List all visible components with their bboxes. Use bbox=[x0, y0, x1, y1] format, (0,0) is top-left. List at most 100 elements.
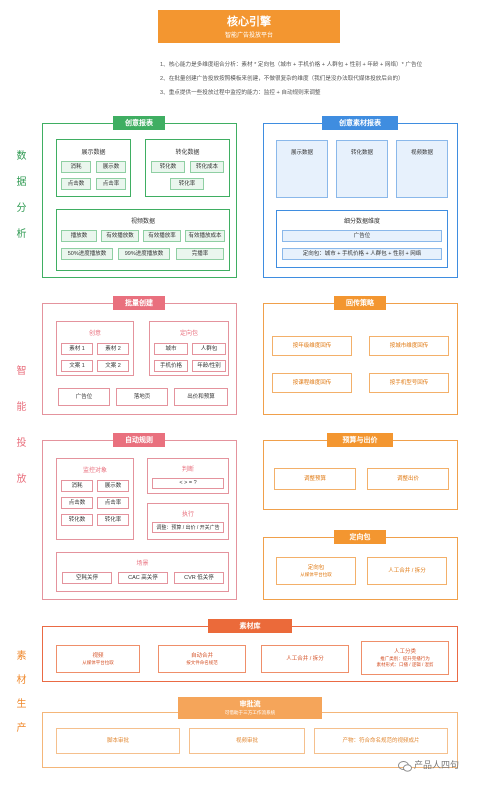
header-subtitle: 智能广告投放平台 bbox=[224, 33, 273, 39]
scene-group bbox=[56, 552, 229, 592]
dimension-title: 细分数据维度 bbox=[343, 219, 380, 225]
creative-report-title: 创意报表 bbox=[113, 116, 165, 130]
metric-plays: 播放数 bbox=[61, 230, 97, 242]
monitor-ctr: 点击率 bbox=[97, 497, 129, 509]
metric-spend: 消耗 bbox=[61, 161, 91, 173]
monitor-group-title: 监控对象 bbox=[82, 468, 107, 474]
dimension-targeting: 定向包：城市 + 手机价格 + 人群包 + 性别 + 网络 bbox=[282, 248, 442, 260]
judge-expression: < > = ? bbox=[152, 478, 224, 489]
batch-placement: 广告位 bbox=[58, 388, 110, 406]
monitor-group bbox=[56, 458, 134, 540]
side-label-analysis: 数据分析 bbox=[14, 150, 25, 254]
library-manual-classify-label: 人工分类 bbox=[393, 648, 416, 655]
library-auto-merge-label: 自动合并 bbox=[190, 652, 213, 659]
judge-group bbox=[147, 458, 229, 494]
intro-line-1: 1、核心能力是多维度组合分析：素材 * 定向包（城市 + 手机价格 + 人群包 … bbox=[160, 62, 423, 68]
library-video: 视频 从媒体平台拉取 bbox=[56, 645, 140, 673]
creative-material-1: 素材 1 bbox=[61, 343, 93, 355]
budget-title: 预算与出价 bbox=[327, 433, 393, 447]
execute-group bbox=[147, 503, 229, 540]
approval-subtitle: 可借助于三方工作流系统 bbox=[224, 710, 276, 715]
library-manual-merge-label: 人工合并 / 拆分 bbox=[286, 655, 324, 662]
metric-valid-play-cost: 有效播放成本 bbox=[185, 230, 225, 242]
targeting-audience: 人群包 bbox=[192, 343, 226, 355]
library-video-label: 视频 bbox=[92, 652, 104, 659]
material-report-title: 创意素材报表 bbox=[322, 116, 398, 130]
metric-conversion-cost: 转化成本 bbox=[190, 161, 224, 173]
metric-50pct-plays: 50%进度播放数 bbox=[61, 248, 113, 260]
metric-conversions: 转化数 bbox=[151, 161, 185, 173]
batch-bid-budget: 出价和预算 bbox=[174, 388, 228, 406]
callback-title: 回传策略 bbox=[334, 296, 386, 310]
creative-material-2: 素材 2 bbox=[97, 343, 129, 355]
dimension-group bbox=[276, 210, 448, 268]
targeting-pkg-pull: 定向包 从媒体平台拉取 bbox=[276, 557, 356, 585]
material-col-display: 展示数据 bbox=[276, 140, 328, 198]
conversion-data-title: 转化数据 bbox=[175, 150, 200, 156]
metric-valid-play-rate: 有效播放率 bbox=[143, 230, 181, 242]
targeting-pkg-pull-label: 定向包 bbox=[307, 564, 325, 571]
material-col-display-label: 展示数据 bbox=[290, 150, 313, 156]
library-manual-classify: 人工分类 推广类别：提升完播行为 素材形式：口播 / 逻辑 / 混剪 bbox=[361, 641, 449, 675]
targeting-pkg-title: 定向包 bbox=[334, 530, 386, 544]
targeting-phone-price: 手机价格 bbox=[154, 360, 188, 372]
library-auto-merge: 自动合并 按文件命名规范 bbox=[158, 645, 246, 673]
intro-line-2: 2、在批量创建广告投放按照模板来创建，不做很复杂的维度（我们是没办法取代媒体投放… bbox=[160, 76, 404, 82]
targeting-group bbox=[149, 321, 229, 376]
creative-group bbox=[56, 321, 134, 376]
approval-output: 产物：符合命名规范的视频成片 bbox=[314, 728, 448, 754]
display-data-group bbox=[56, 139, 131, 197]
metric-conversion-rate: 转化率 bbox=[170, 178, 204, 190]
adjust-bid: 调整出价 bbox=[367, 468, 449, 490]
library-title: 素材库 bbox=[208, 619, 292, 633]
callback-grade: 按年级维度回传 bbox=[272, 336, 352, 356]
targeting-age-gender: 年龄/性别 bbox=[192, 360, 226, 372]
watermark-text: 产品人四句 bbox=[414, 760, 460, 770]
judge-group-title: 判断 bbox=[181, 467, 194, 473]
targeting-pkg-merge: 人工合并 / 拆分 bbox=[367, 557, 447, 585]
wechat-icon bbox=[398, 759, 412, 772]
approval-script: 脚本审批 bbox=[56, 728, 180, 754]
side-label-delivery: 智能投放 bbox=[14, 365, 25, 509]
library-manual-classify-sub: 推广类别：提升完播行为 素材形式：口播 / 逻辑 / 混剪 bbox=[376, 656, 434, 667]
monitor-clicks: 点击数 bbox=[61, 497, 93, 509]
intro-line-3: 3、重点提供一些投放过程中监控的能力：监控 + 自动规则来调整 bbox=[160, 90, 321, 96]
batch-create-title: 批量创建 bbox=[113, 296, 165, 310]
side-label-material: 素材生产 bbox=[14, 650, 25, 746]
scene-idle-stop: 空耗关停 bbox=[62, 572, 112, 584]
conversion-data-group bbox=[145, 139, 230, 197]
dimension-placement: 广告位 bbox=[282, 230, 442, 242]
callback-course: 按课程维度回传 bbox=[272, 373, 352, 393]
metric-completion-rate: 完播率 bbox=[176, 248, 224, 260]
auto-rules-title: 自动规则 bbox=[113, 433, 165, 447]
monitor-impressions: 展示数 bbox=[97, 480, 129, 492]
targeting-group-title: 定向包 bbox=[179, 331, 198, 337]
video-data-title: 视频数据 bbox=[130, 219, 155, 225]
library-auto-merge-sub: 按文件命名规范 bbox=[186, 660, 218, 666]
monitor-conversion-rate: 转化率 bbox=[97, 514, 129, 526]
targeting-city: 城市 bbox=[154, 343, 188, 355]
approval-video: 视频审批 bbox=[189, 728, 305, 754]
material-col-conversion-label: 转化数据 bbox=[350, 150, 373, 156]
callback-phone-model: 按手机型号回传 bbox=[369, 373, 449, 393]
material-col-conversion: 转化数据 bbox=[336, 140, 388, 198]
approval-title: 审批流 bbox=[239, 701, 261, 708]
creative-copy-2: 文案 2 bbox=[97, 360, 129, 372]
material-col-video-label: 视频数据 bbox=[410, 150, 433, 156]
material-col-video: 视频数据 bbox=[396, 140, 448, 198]
video-data-group bbox=[56, 209, 230, 271]
scene-high-cac-stop: CAC 高关停 bbox=[118, 572, 168, 584]
callback-city: 按城市维度回传 bbox=[369, 336, 449, 356]
targeting-pkg-pull-sub: 从媒体平台拉取 bbox=[300, 572, 332, 578]
monitor-conversions: 转化数 bbox=[61, 514, 93, 526]
targeting-pkg-merge-label: 人工合并 / 拆分 bbox=[388, 567, 426, 574]
display-data-title: 展示数据 bbox=[81, 150, 106, 156]
execute-group-title: 执行 bbox=[181, 512, 194, 518]
approval-title-banner bbox=[178, 697, 322, 719]
scene-group-title: 场景 bbox=[136, 561, 149, 567]
callback-frame bbox=[263, 303, 458, 415]
header-title: 核心引擎 bbox=[227, 16, 271, 28]
metric-valid-plays: 有效播放数 bbox=[101, 230, 139, 242]
adjust-budget: 调整预算 bbox=[274, 468, 356, 490]
monitor-spend: 消耗 bbox=[61, 480, 93, 492]
